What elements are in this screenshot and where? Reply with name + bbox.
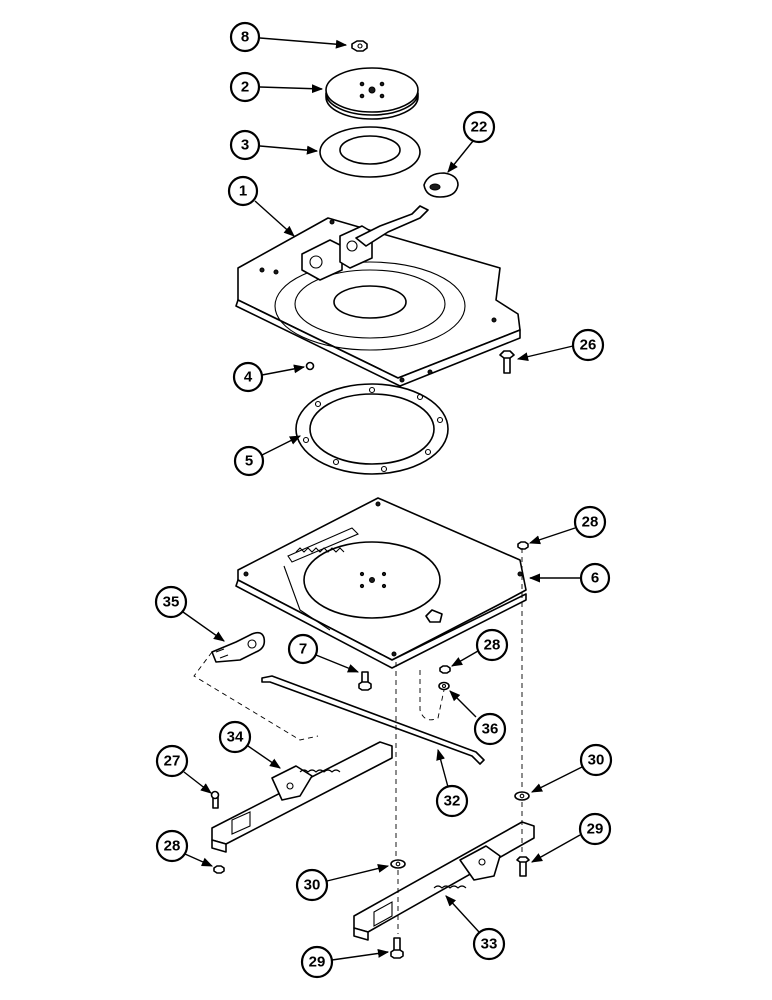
part-29-bolt-bottom [390, 937, 404, 959]
callout-36[interactable]: 36 [449, 690, 507, 746]
svg-text:36: 36 [482, 721, 499, 738]
svg-text:4: 4 [244, 369, 253, 386]
part-3-ring-washer [319, 126, 421, 178]
callout-22[interactable]: 22 [447, 110, 496, 173]
part-2-round-plate [325, 67, 419, 120]
svg-text:28: 28 [484, 637, 501, 654]
callout-2[interactable]: 2 [229, 71, 324, 103]
callout-35[interactable]: 35 [154, 585, 225, 642]
part-28-nut-upper [517, 541, 529, 550]
callout-29-right[interactable]: 29 [531, 812, 612, 863]
callout-28-upper[interactable]: 28 [528, 505, 607, 545]
svg-text:34: 34 [227, 729, 244, 746]
svg-text:6: 6 [591, 570, 599, 587]
callout-28-middle[interactable]: 28 [451, 628, 509, 667]
part-6-lower-swivel-plate [235, 497, 527, 669]
callout-30-center[interactable]: 30 [295, 864, 390, 902]
callout-6[interactable]: 6 [528, 562, 611, 594]
part-29-bolt-right [516, 856, 530, 877]
assembly-guide-lines [193, 548, 523, 934]
callout-1[interactable]: 1 [227, 175, 295, 237]
part-7-bolt [358, 671, 372, 691]
part-28-nut-lower [213, 865, 225, 874]
callouts: 8 2 3 22 1 26 4 5 [154, 21, 613, 979]
svg-text:32: 32 [444, 793, 461, 810]
part-5-bearing-ring [295, 383, 449, 475]
svg-text:30: 30 [304, 877, 321, 894]
svg-text:22: 22 [471, 119, 488, 136]
svg-text:3: 3 [241, 137, 249, 154]
callout-32[interactable]: 32 [435, 748, 469, 818]
svg-text:28: 28 [164, 838, 181, 855]
part-27-screw [210, 790, 220, 809]
svg-text:35: 35 [163, 594, 180, 611]
part-4-ball [305, 361, 315, 371]
part-26-bolt [499, 350, 515, 374]
svg-text:28: 28 [582, 514, 599, 531]
svg-text:26: 26 [580, 337, 597, 354]
callout-3[interactable]: 3 [229, 129, 319, 161]
svg-text:8: 8 [241, 29, 249, 46]
part-8-nut [351, 40, 368, 52]
callout-5[interactable]: 5 [233, 435, 302, 477]
part-28-nut-middle [439, 665, 451, 674]
svg-text:1: 1 [239, 183, 247, 200]
part-36-washer [438, 681, 450, 691]
svg-text:33: 33 [481, 936, 498, 953]
part-32-rod [261, 675, 485, 765]
svg-text:2: 2 [241, 79, 249, 96]
svg-text:29: 29 [309, 954, 326, 971]
callout-26[interactable]: 26 [516, 328, 605, 362]
part-33-right-slide-rail [353, 821, 535, 941]
svg-text:7: 7 [299, 641, 307, 658]
callout-34[interactable]: 34 [218, 720, 281, 769]
svg-text:29: 29 [587, 821, 604, 838]
part-35-clamp [211, 631, 266, 663]
part-1-upper-swivel-plate [235, 205, 521, 387]
svg-text:5: 5 [245, 453, 253, 470]
part-30-washer-right [514, 791, 530, 801]
callout-7[interactable]: 7 [287, 633, 360, 673]
callout-4[interactable]: 4 [232, 361, 306, 393]
svg-text:27: 27 [164, 753, 181, 770]
callout-8[interactable]: 8 [229, 21, 348, 53]
part-22-lever-knob [423, 172, 459, 198]
svg-text:30: 30 [588, 752, 605, 769]
callout-33[interactable]: 33 [445, 895, 506, 961]
callout-27[interactable]: 27 [155, 744, 212, 794]
part-34-left-slide-rail [211, 741, 393, 853]
part-30-washer-center [390, 859, 406, 869]
callout-29-bottom[interactable]: 29 [300, 945, 390, 979]
callout-30-right[interactable]: 30 [530, 743, 613, 793]
callout-28-lower[interactable]: 28 [155, 829, 214, 867]
